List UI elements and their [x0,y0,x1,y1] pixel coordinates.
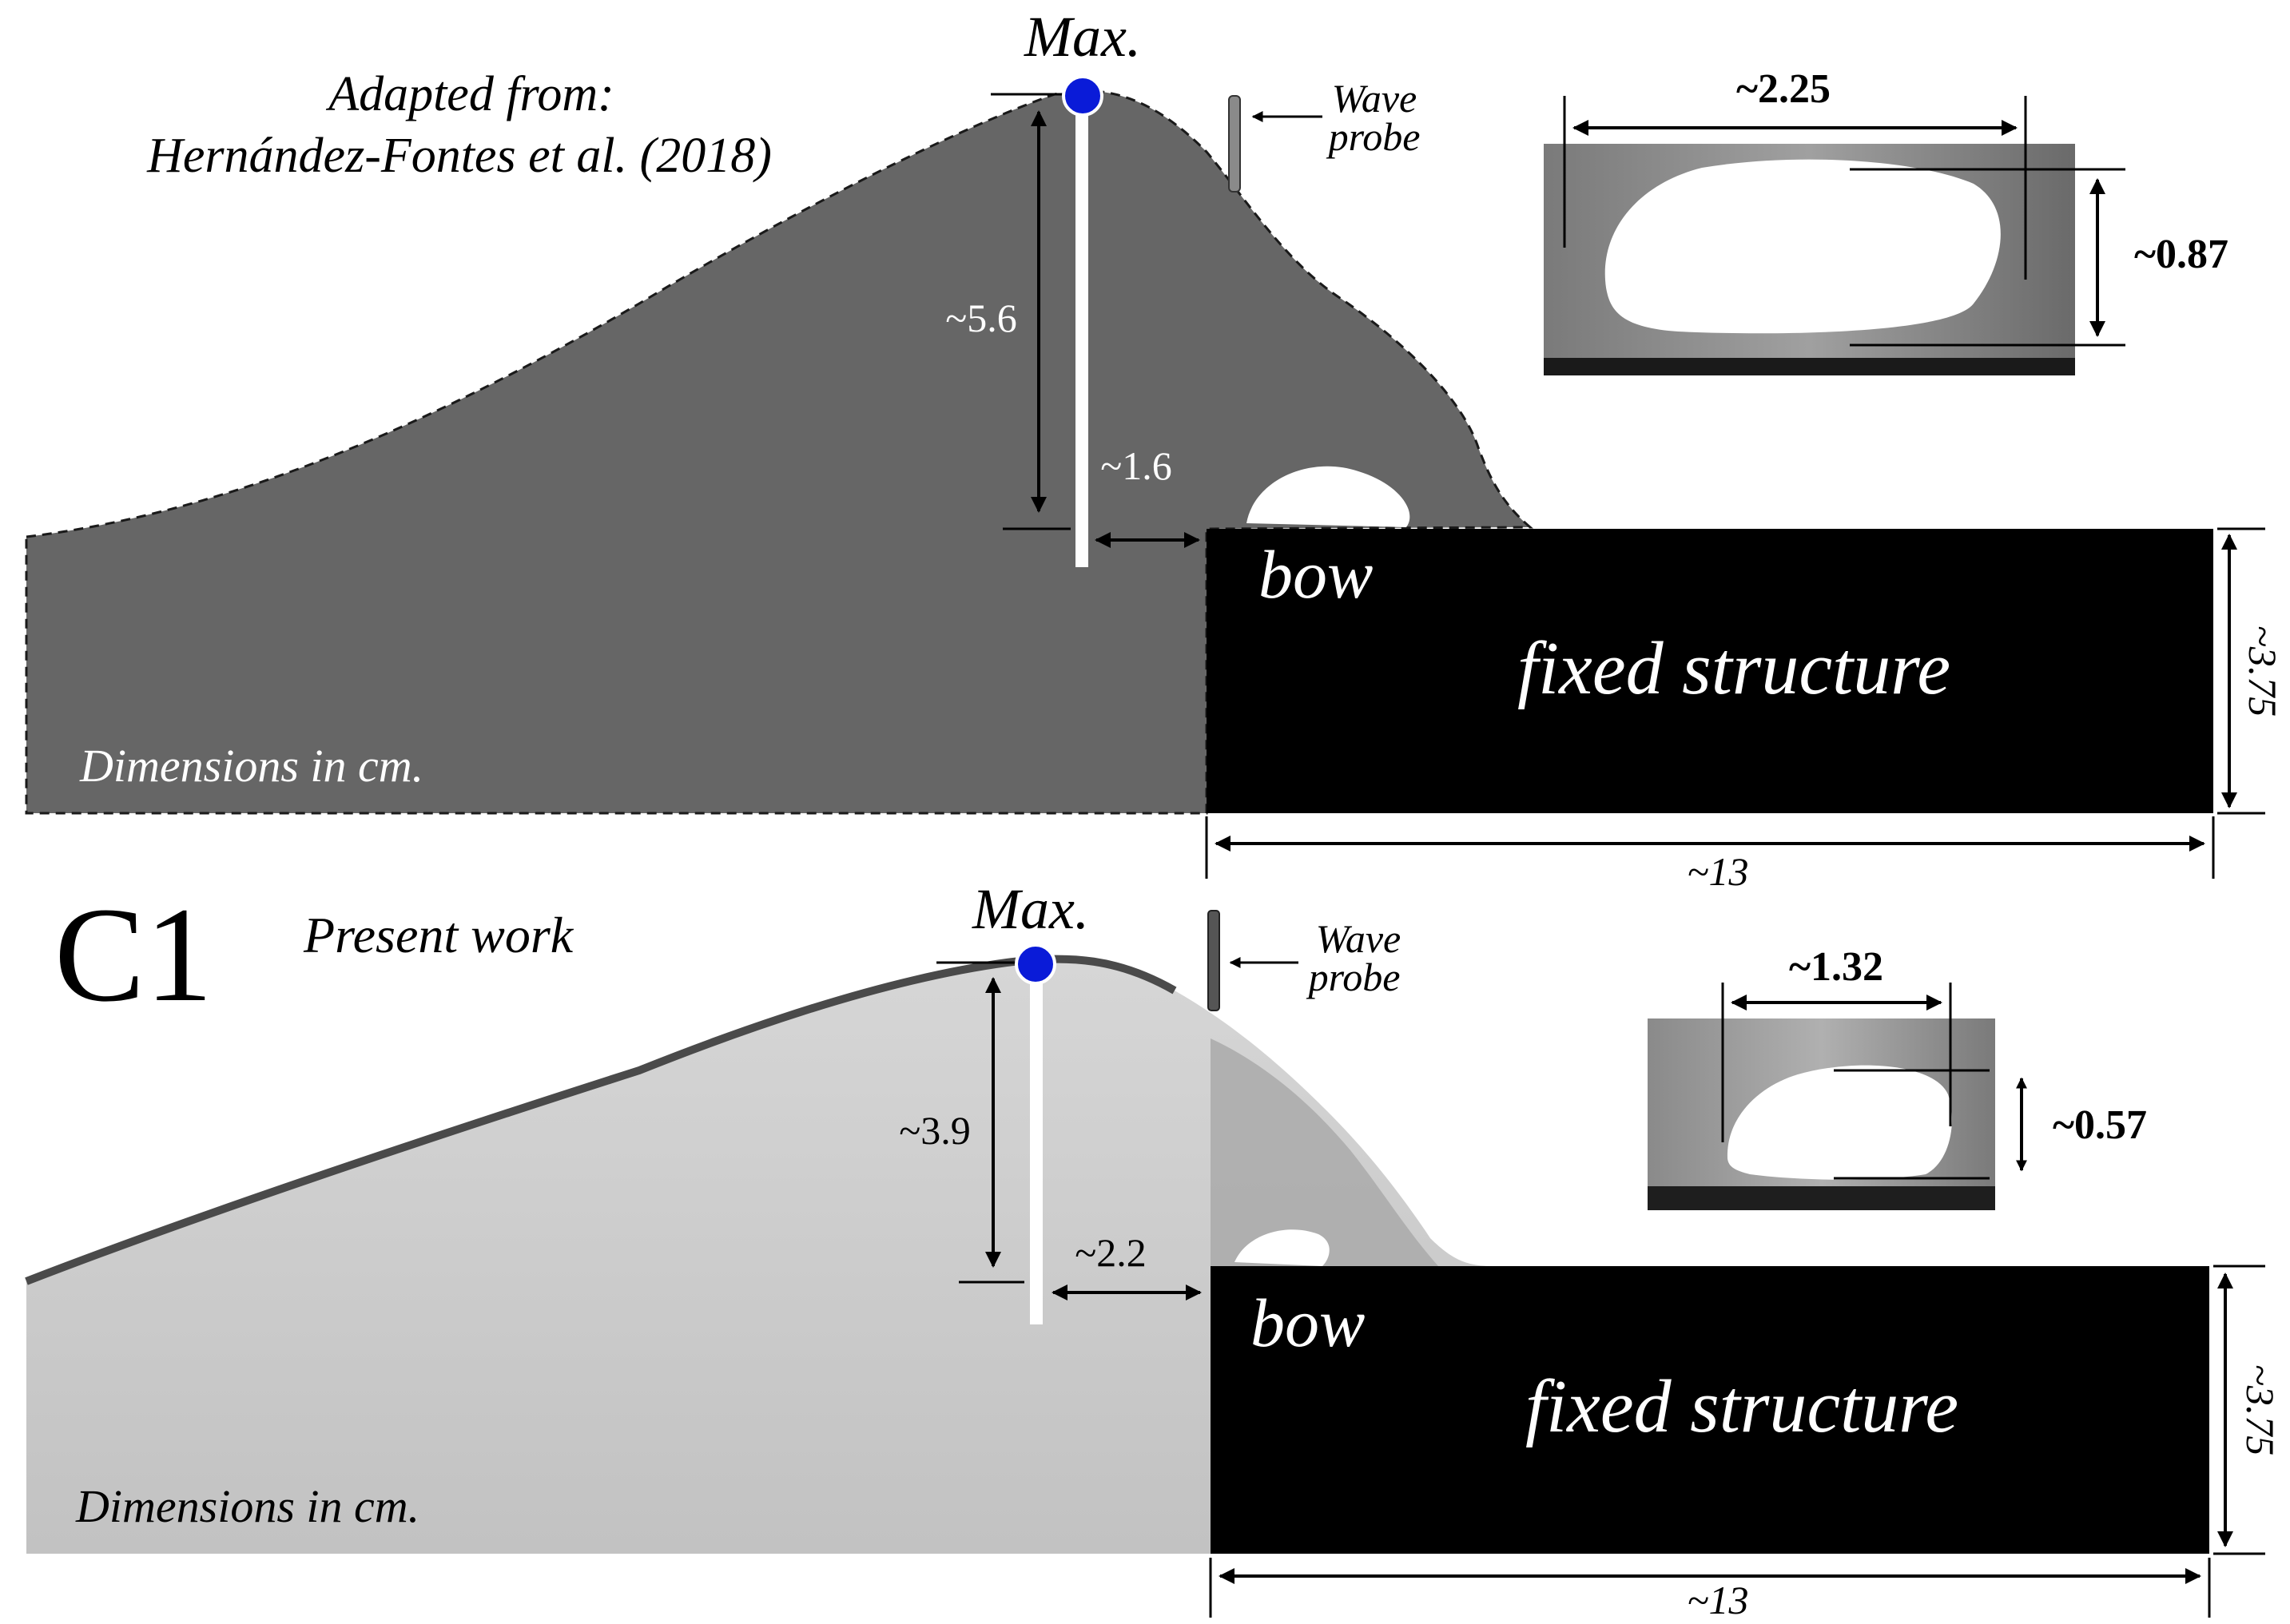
top-probe-line1: Wave [1332,76,1417,121]
bottom-max-marker [1015,943,1056,985]
top-units-note: Dimensions in cm. [79,740,423,792]
bottom-probe-line1: Wave [1316,916,1401,961]
top-max-marker [1062,75,1103,117]
bottom-wave-body [26,959,1494,1554]
top-wave-body [25,89,1534,815]
bottom-panel: C1 Present work Max. Wave probe ~3.9 ~2.… [25,877,2283,1622]
bottom-air-pocket [1234,1229,1330,1266]
bottom-bow-label: bow [1250,1285,1365,1361]
bottom-inset-bubble [1727,1065,1952,1180]
top-inset: ~2.25 ~0.87 [1544,66,2228,375]
bottom-probe-line2: probe [1306,955,1401,999]
bottom-height-label: ~3.9 [899,1108,971,1153]
top-air-pocket [1246,466,1410,527]
bottom-length-label: ~13 [1687,1578,1748,1622]
top-inset-height-label: ~0.87 [2134,232,2228,277]
top-inset-width-label: ~2.25 [1736,66,1831,112]
top-structure-label: fixed structure [1517,627,1950,710]
bottom-inset-height-label: ~0.57 [2053,1102,2147,1148]
bottom-measure-pole [1030,965,1043,1324]
top-probe-line2: probe [1326,114,1421,159]
bottom-caption: Present work [303,907,574,963]
top-citation-line1: Adapted from: [325,67,614,121]
bottom-wave-probe [1207,910,1220,1011]
top-fixed-structure [1207,529,2213,813]
bottom-inset-width-label: ~1.32 [1789,944,1883,990]
top-height-label: ~5.6 [945,296,1017,340]
bottom-gap-label: ~2.2 [1075,1230,1147,1275]
top-length-label: ~13 [1687,849,1748,894]
top-wave-probe [1228,95,1241,193]
top-inset-bubble [1604,159,2001,334]
top-citation-line2: Hernández-Fontes et al. (2018) [146,129,772,183]
top-depth-label: ~3.75 [2240,625,2285,717]
bottom-units-note: Dimensions in cm. [75,1480,419,1532]
bottom-fixed-structure [1211,1266,2209,1554]
bottom-case-label: C1 [54,880,213,1030]
top-measure-pole [1075,96,1088,567]
top-panel: Adapted from: Hernández-Fontes et al. (2… [25,5,2285,894]
top-gap-label: ~1.6 [1100,443,1172,488]
top-max-label: Max. [1024,5,1141,69]
bottom-depth-label: ~3.75 [2238,1364,2283,1456]
bottom-max-label: Max. [972,877,1089,941]
bottom-structure-label: fixed structure [1525,1365,1958,1448]
bottom-inset: ~1.32 ~0.57 [1648,944,2147,1210]
top-bow-label: bow [1258,536,1373,613]
